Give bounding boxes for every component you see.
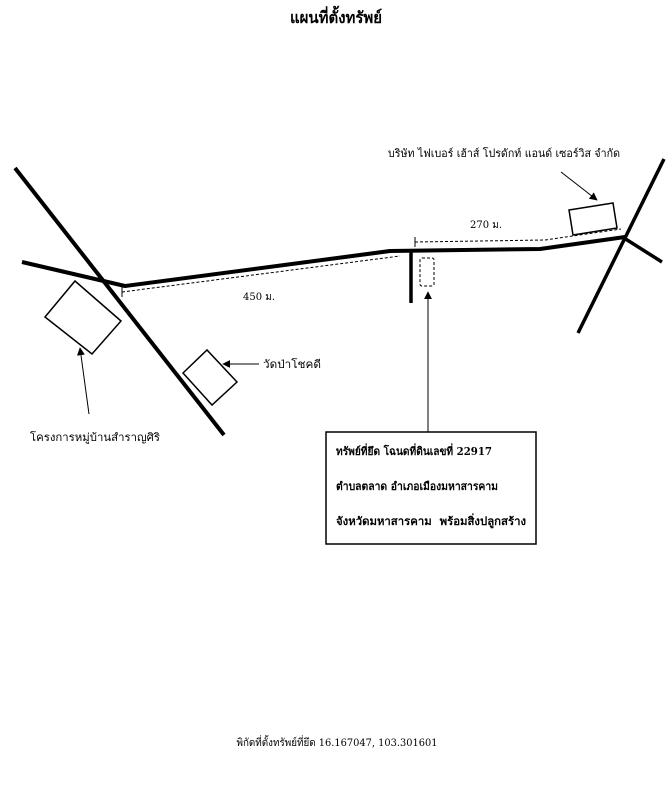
- west-distance-line: [121, 255, 401, 293]
- company-label: บริษัท ไฟเบอร์ เฮ้าส์ โปรดักท์ แอนด์ เซอ…: [388, 146, 620, 160]
- company-arrow: [560, 171, 598, 201]
- property-info-box: [325, 431, 537, 545]
- property-info-line-3: จังหวัดมหาสารคาม พร้อมสิ่งปลูกสร้าง: [336, 513, 526, 529]
- map-title: แผนที่ตั้งทรัพย์: [290, 5, 382, 27]
- east-distance-label: 270 ม.: [470, 220, 502, 231]
- village-arrow: [77, 347, 90, 415]
- temple-building: [181, 348, 239, 407]
- property-coordinates: พิกัดที่ตั้งทรัพย์ที่ยึด 16.167047, 103.…: [237, 735, 438, 749]
- village-label: โครงการหมู่บ้านสำราญศิริ: [30, 430, 160, 444]
- temple-label: วัดป่าโชคดี: [263, 357, 321, 371]
- main-road: [21, 235, 626, 288]
- right-branch-road: [623, 236, 663, 264]
- village-building: [43, 279, 123, 356]
- property-info-line-2: ตำบลตลาด อำเภอเมืองมหาสารคาม: [336, 480, 498, 493]
- east-distance-line: [414, 228, 622, 243]
- right-cross-road: [576, 158, 666, 334]
- property-plot: [419, 257, 435, 287]
- west-distance-label: 450 ม.: [243, 292, 275, 303]
- diagonal-road: [13, 166, 226, 437]
- property-info-line-1: ทรัพย์ที่ยึด โฉนดที่ดินเลขที่ 22917: [336, 443, 492, 458]
- company-building: [568, 202, 618, 236]
